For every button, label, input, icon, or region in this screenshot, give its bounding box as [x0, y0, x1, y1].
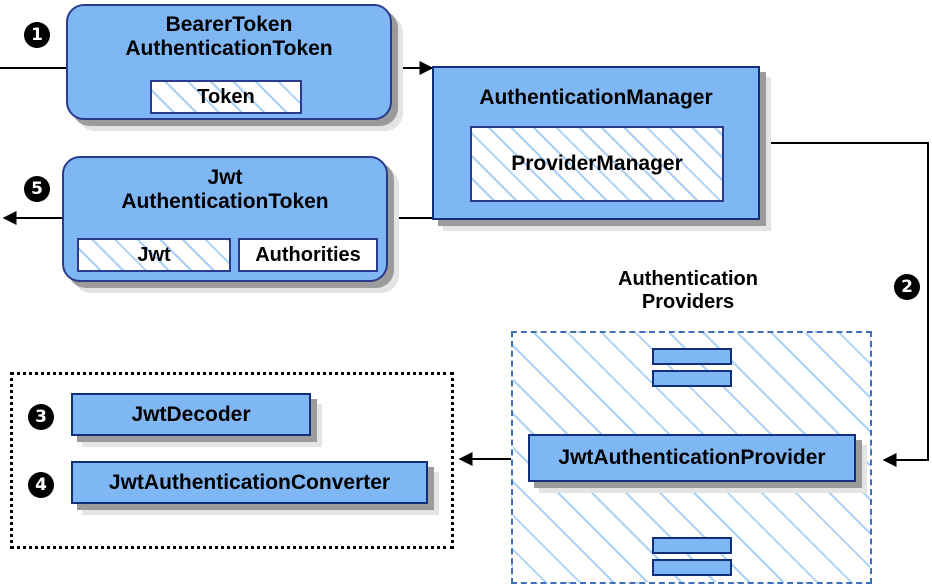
node-authentication-manager[interactable]: AuthenticationManager ProviderManager — [432, 66, 760, 220]
step-badge-2: 2 — [894, 274, 920, 300]
region-jwt-support-components — [10, 372, 454, 549]
jwt-token-title-line1: Jwt — [207, 166, 243, 189]
mini-bar-bottom-1 — [652, 537, 732, 554]
node-jwt-authentication-converter[interactable]: JwtAuthenticationConverter — [71, 461, 428, 504]
node-jwt-authentication-token[interactable]: Jwt AuthenticationToken Jwt Authorities — [62, 156, 388, 282]
inner-box-token: Token — [150, 80, 302, 114]
inner-box-jwt: Jwt — [77, 238, 231, 272]
bearer-token-title-line2: AuthenticationToken — [125, 36, 333, 60]
inner-box-authorities: Authorities — [238, 238, 378, 272]
step-badge-4: 4 — [28, 472, 54, 498]
providers-caption-line2: Providers — [641, 291, 735, 313]
mini-bar-bottom-2 — [652, 559, 732, 576]
node-bearer-token-authentication-token[interactable]: BearerToken AuthenticationToken Token — [66, 4, 392, 120]
node-jwt-authentication-provider[interactable]: JwtAuthenticationProvider — [528, 434, 856, 482]
connector-manager-to-provider — [760, 142, 929, 467]
step-badge-5: 5 — [24, 176, 50, 202]
mini-bar-top-2 — [652, 370, 732, 387]
jwt-decoder-title: JwtDecoder — [131, 402, 251, 426]
jwt-authentication-converter-title: JwtAuthenticationConverter — [108, 470, 391, 494]
authentication-manager-title: AuthenticationManager — [479, 86, 713, 109]
step-badge-1: 1 — [24, 22, 50, 48]
mini-bar-top-1 — [652, 348, 732, 365]
jwt-token-title-line2: AuthenticationToken — [121, 189, 329, 213]
providers-caption-line1: Authentication — [618, 268, 758, 290]
inner-box-provider-manager: ProviderManager — [470, 126, 724, 202]
authentication-providers-caption: Authentication Providers — [602, 268, 774, 314]
jwt-authentication-provider-title: JwtAuthenticationProvider — [558, 446, 826, 470]
bearer-token-title-line1: BearerToken — [165, 13, 293, 36]
step-badge-3: 3 — [28, 404, 54, 430]
node-jwt-decoder[interactable]: JwtDecoder — [71, 393, 311, 436]
